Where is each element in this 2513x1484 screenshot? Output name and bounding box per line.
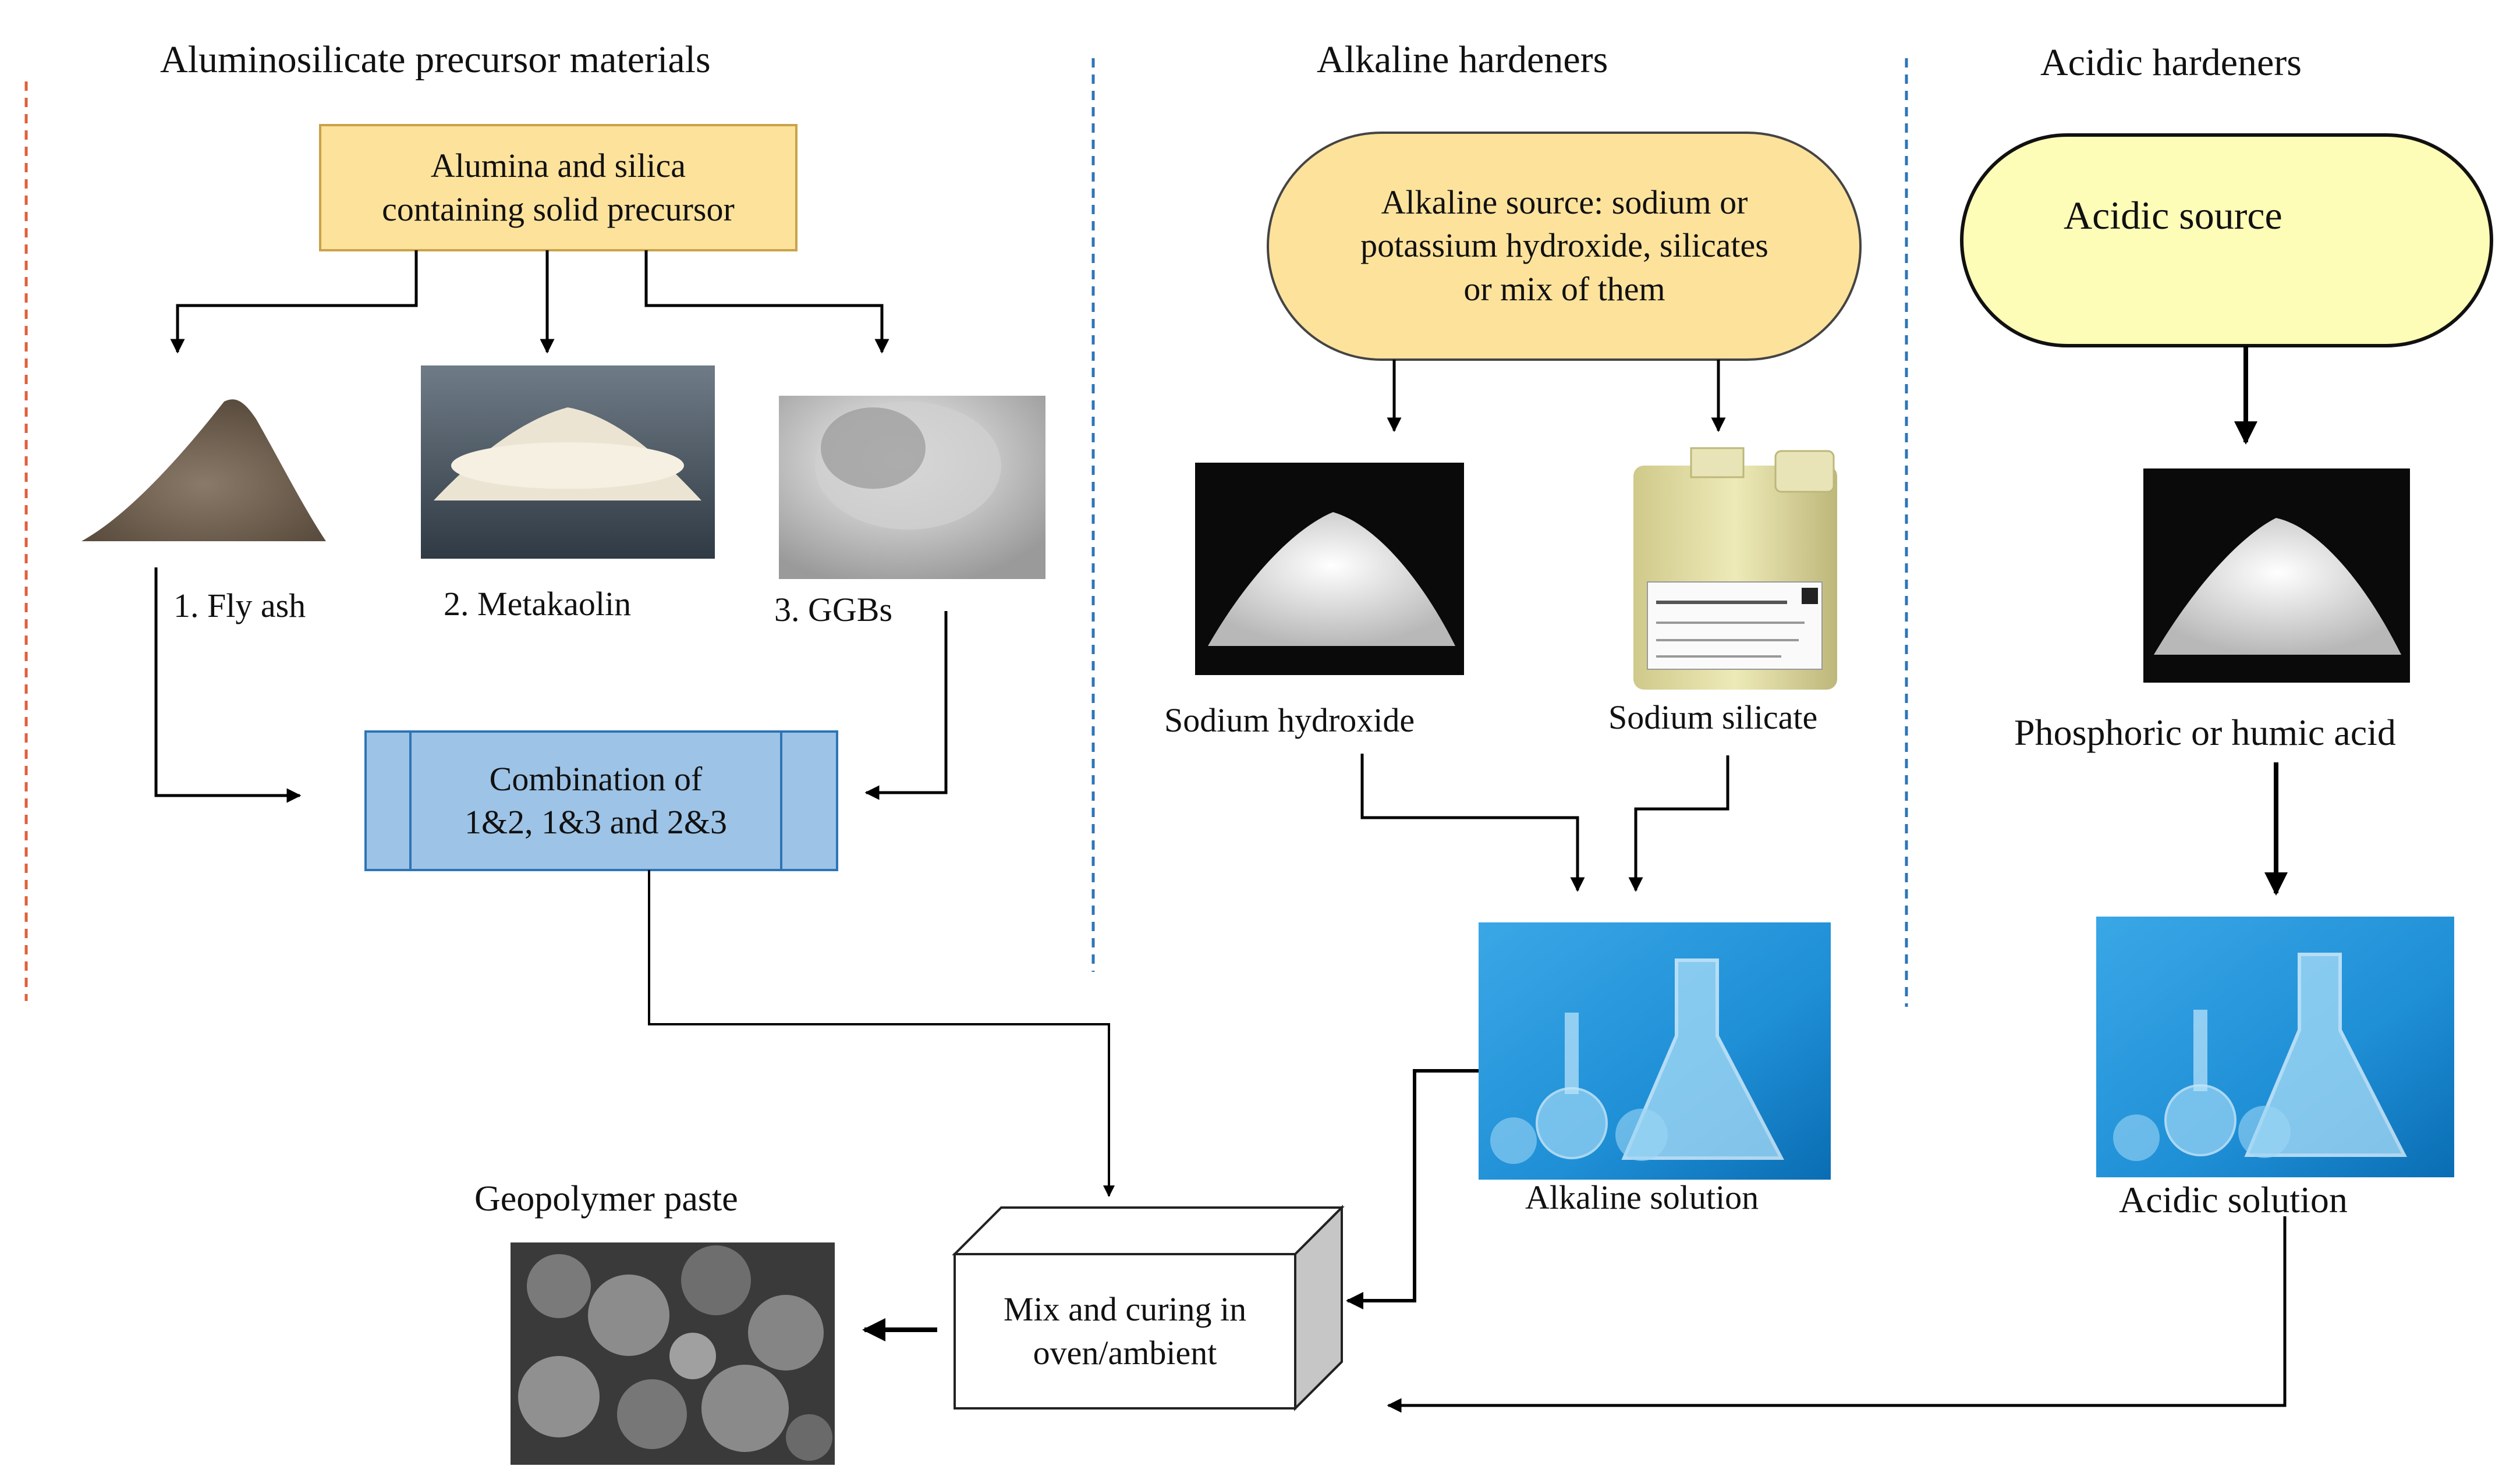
combination-box: Combination of 1&2, 1&3 and 2&3 (410, 732, 781, 870)
label-alkaline-solution: Alkaline solution (1525, 1178, 1759, 1216)
label-sodium-silicate: Sodium silicate (1608, 698, 1818, 736)
mix-curing-box: Mix and curing in oven/ambient (955, 1254, 1295, 1408)
label-geopolymer-paste: Geopolymer paste (474, 1179, 738, 1219)
arrow-fly-ash-to-combination (154, 567, 302, 803)
solid-precursor-box: Alumina and silica containing solid prec… (320, 125, 796, 250)
label-sodium-hydroxide: Sodium hydroxide (1164, 701, 1415, 739)
heading-precursor: Aluminosilicate precursor materials (160, 38, 711, 81)
connectors (154, 250, 2288, 1413)
acidic-source-box-shape (1960, 133, 2493, 347)
combination-text: Combination of 1&2, 1&3 and 2&3 (464, 759, 728, 841)
arrow-alkaline-solution-to-mix (1346, 1069, 1479, 1309)
arrow-precursor-to-ggbs (644, 250, 889, 354)
metakaolin-image (421, 365, 715, 559)
arrow-acidic-solution-to-mix (1387, 1216, 2287, 1413)
combination-box-shape (364, 730, 838, 871)
label-metakaolin: 2. Metakaolin (444, 585, 632, 623)
label-acidic-solution: Acidic solution (2119, 1179, 2348, 1220)
label-acid: Phosphoric or humic acid (2014, 712, 2396, 753)
sodium-hydroxide-image (1195, 463, 1464, 675)
solid-precursor-box-shape (319, 124, 798, 251)
alkaline-source-box-shape (1267, 132, 1862, 361)
acidic-source-text: Acidic source (2064, 193, 2282, 237)
label-fly-ash: 1. Fly ash (173, 587, 306, 624)
mix-curing-text: Mix and curing in oven/ambient (1003, 1290, 1247, 1372)
arrow-ggbs-to-combination (864, 611, 948, 800)
acid-image (2143, 468, 2410, 683)
mix-box-3d (952, 1205, 1345, 1411)
alkaline-solution-image (1479, 922, 1831, 1180)
geopolymer-paste-image (511, 1242, 835, 1465)
heading-alkaline: Alkaline hardeners (1317, 38, 1608, 81)
sodium-silicate-image (1633, 447, 1837, 690)
arrow-precursor-to-fly-ash (170, 250, 418, 354)
acidic-solution-image (2096, 917, 2454, 1177)
alkaline-source-box: Alkaline source: sodium or potassium hyd… (1286, 145, 1842, 346)
arrow-combination-to-mix (648, 870, 1115, 1197)
ggbs-image (779, 396, 1045, 579)
arrow-sodium-silicate-to-alkaline-solution (1628, 755, 1729, 892)
heading-acidic: Acidic hardeners (2040, 41, 2302, 84)
acidic-source-box: Acidic source (1962, 135, 2491, 346)
label-ggbs: 3. GGBs (774, 591, 893, 629)
alkaline-source-text: Alkaline source: sodium or potassium hyd… (1360, 183, 1768, 308)
arrow-sodium-hydroxide-to-alkaline-solution (1360, 754, 1585, 892)
solid-precursor-text: Alumina and silica containing solid prec… (382, 147, 735, 228)
fly-ash-image (81, 399, 326, 541)
